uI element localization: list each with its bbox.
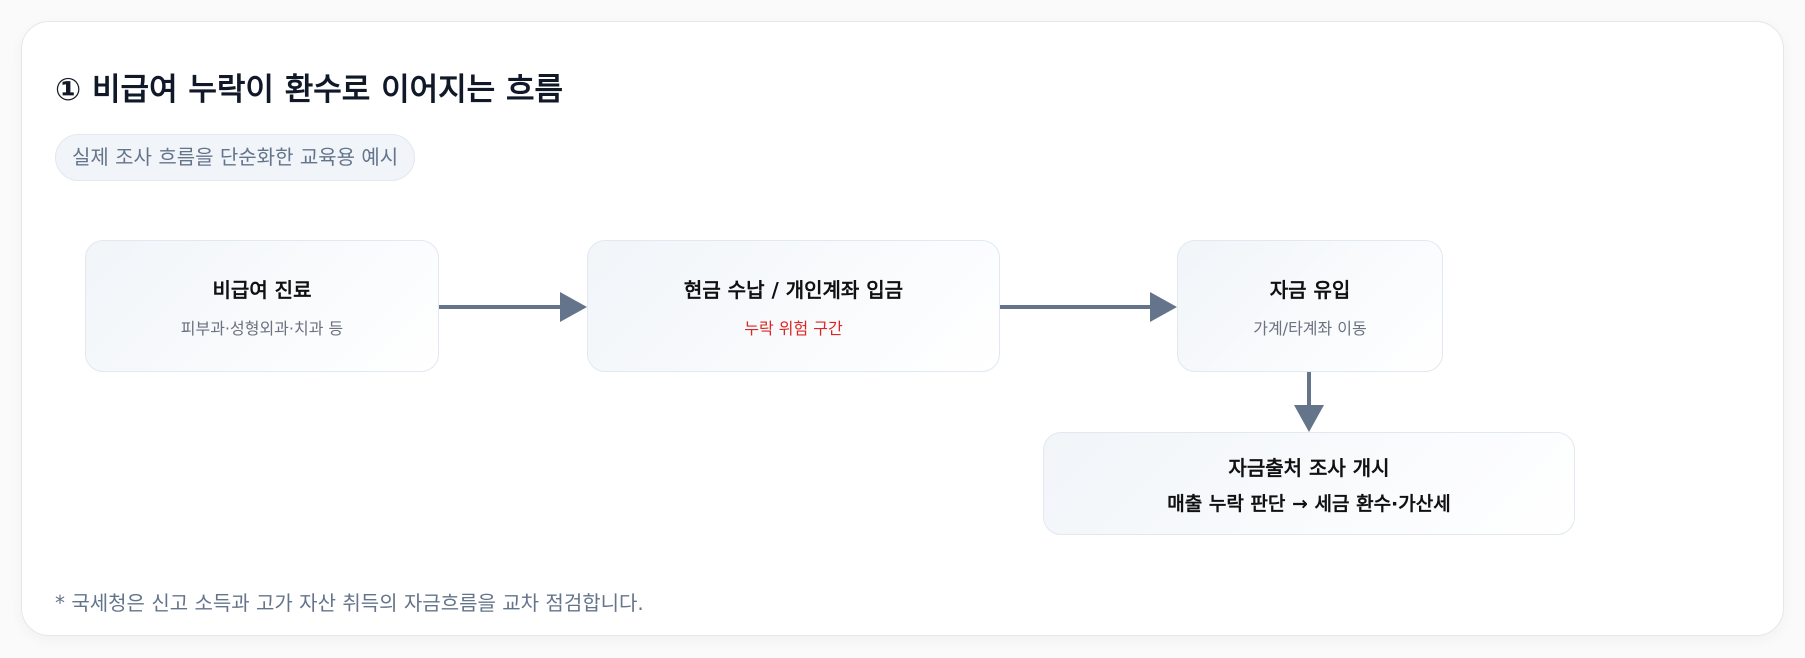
page-title: ① 비급여 누락이 환수로 이어지는 흐름 (55, 72, 564, 108)
arrow-head-1-2 (560, 292, 587, 322)
node-subtitle: 가계/타계좌 이동 (1253, 318, 1367, 338)
arrow-head-2-3 (1150, 292, 1177, 322)
node-title: 현금 수납 / 개인계좌 입금 (683, 277, 904, 302)
example-badge: 실제 조사 흐름을 단순화한 교육용 예시 (55, 134, 416, 181)
node-non-covered-treatment: 비급여 진료 피부과·성형외과·치과 등 (85, 240, 439, 372)
node-cash-payment: 현금 수납 / 개인계좌 입금 누락 위험 구간 (587, 240, 1000, 372)
node-subtitle: 피부과·성형외과·치과 등 (180, 318, 344, 338)
node-source-investigation: 자금출처 조사 개시 매출 누락 판단 → 세금 환수·가산세 (1043, 432, 1575, 535)
arrow-head-3-4 (1294, 405, 1324, 432)
node-title: 자금 유입 (1269, 277, 1351, 302)
footnote: * 국세청은 신고 소득과 고가 자산 취득의 자금흐름을 교차 점검합니다. (55, 591, 644, 615)
node-subtitle-risk: 누락 위험 구간 (744, 318, 843, 338)
node-title: 자금출처 조사 개시 (1228, 455, 1390, 480)
node-title: 비급여 진료 (212, 277, 312, 302)
node-subtitle: 매출 누락 판단 → 세금 환수·가산세 (1167, 492, 1451, 515)
node-fund-inflow: 자금 유입 가계/타계좌 이동 (1177, 240, 1443, 372)
